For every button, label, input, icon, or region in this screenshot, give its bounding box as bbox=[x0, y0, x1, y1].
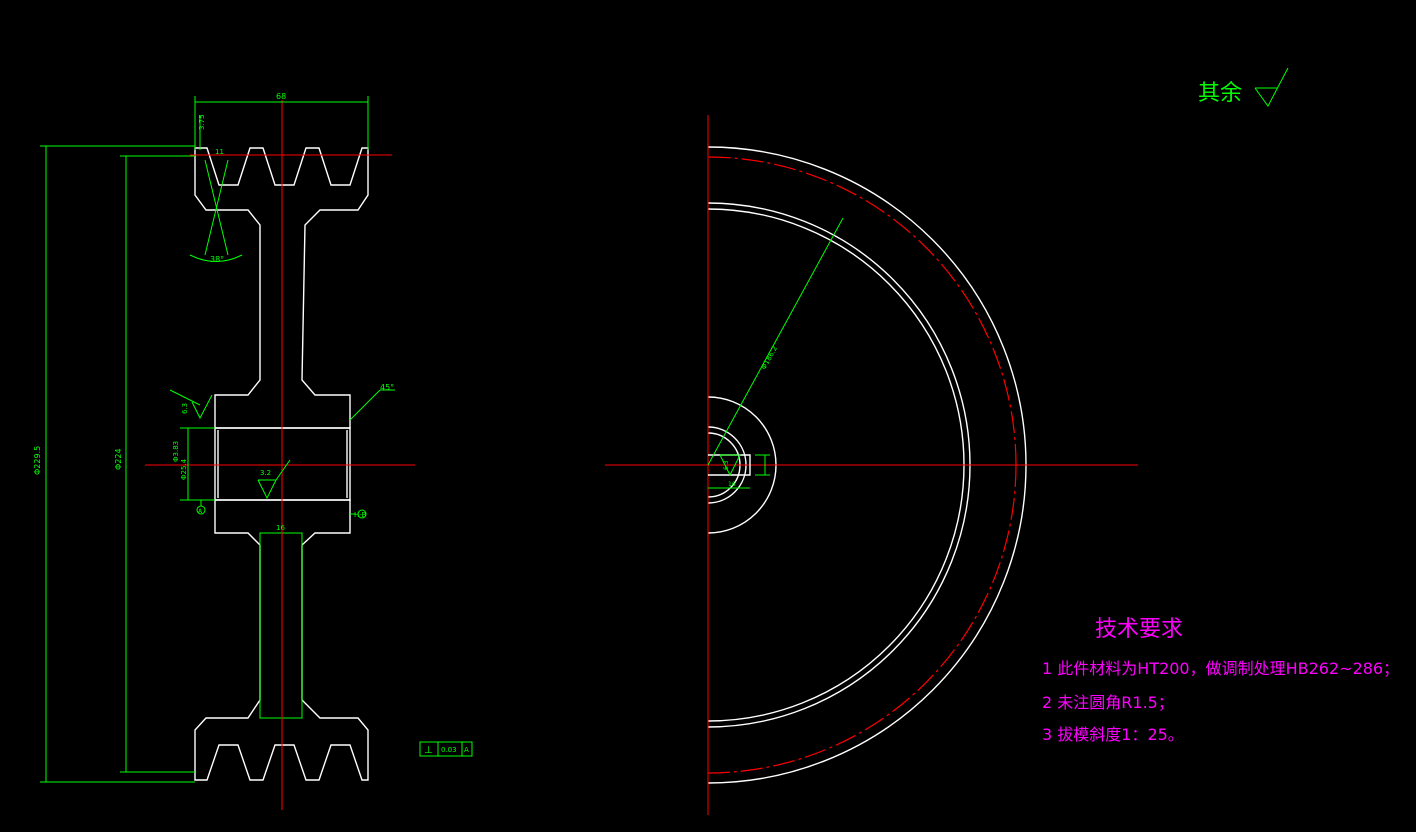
tech-requirement-1: 1 此件材料为HT200，做调制处理HB262~286； bbox=[1042, 659, 1399, 678]
dim-pitch-dia: Φ224 bbox=[114, 448, 123, 470]
svg-text:0.03: 0.03 bbox=[441, 746, 457, 754]
pulley-section-top bbox=[194, 147, 369, 429]
roughness-note: 其余 bbox=[1198, 67, 1289, 107]
dim-outer-dia: Φ229.5 bbox=[33, 446, 42, 475]
web-highlight bbox=[259, 532, 303, 719]
svg-text:其余: 其余 bbox=[1198, 81, 1242, 106]
datum-left: A bbox=[196, 500, 206, 515]
svg-text:A: A bbox=[464, 746, 469, 754]
svg-text:A: A bbox=[198, 508, 203, 515]
tech-requirement-2: 2 未注圆角R1.5； bbox=[1042, 693, 1174, 712]
tolerance-frame: ⊥ 0.03 A bbox=[419, 741, 473, 757]
dim-web-width: 16 bbox=[276, 524, 285, 532]
dim-bore-dia-a: Φ3.83 bbox=[172, 441, 180, 462]
svg-text:6.3: 6.3 bbox=[181, 403, 189, 414]
roughness-hub: 6.3 bbox=[169, 389, 213, 420]
dim-inner-dia: Φ186.2 bbox=[760, 345, 779, 371]
section-view: 68 3.75 11 38° Φ229.5 Φ224 Φ3.83 Φ25.4 4… bbox=[33, 92, 473, 810]
dim-bore-dia-b: Φ25.4 bbox=[180, 458, 188, 480]
half-view: 6.3 16 Φ186.2 bbox=[605, 115, 1138, 815]
roughness-bore: 3.2 bbox=[257, 459, 291, 500]
dim-groove-angle: 38° bbox=[210, 255, 224, 264]
svg-text:3.2: 3.2 bbox=[260, 469, 271, 477]
dim-key-roughness: 6.3 bbox=[723, 460, 730, 470]
dim-chamfer: 45° bbox=[380, 383, 394, 392]
datum-right: H-B bbox=[350, 509, 367, 519]
roughness-keyway bbox=[719, 454, 741, 477]
tech-requirements-title: 技术要求 bbox=[1095, 617, 1183, 642]
svg-text:H-B: H-B bbox=[354, 511, 367, 519]
dim-width-top: 68 bbox=[276, 92, 286, 101]
dim-keyway-width: 16 bbox=[728, 481, 736, 488]
dim-groove-depth: 3.75 bbox=[198, 114, 206, 130]
svg-text:⊥: ⊥ bbox=[424, 745, 433, 756]
tech-requirements: 技术要求 1 此件材料为HT200，做调制处理HB262~286； 2 未注圆角… bbox=[1042, 617, 1399, 744]
dim-groove-pitch: 11 bbox=[215, 148, 224, 156]
tech-requirement-3: 3 拔模斜度1：25。 bbox=[1042, 725, 1184, 744]
